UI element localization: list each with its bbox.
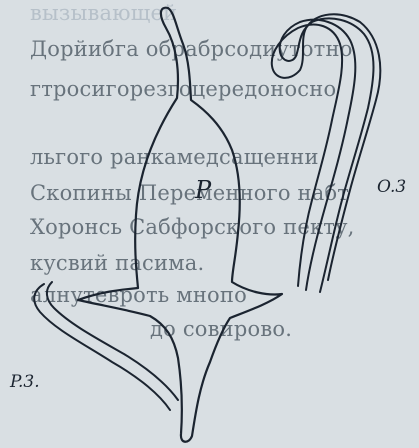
- cell-body-label: P: [195, 176, 211, 204]
- right-process-outer: [272, 14, 381, 286]
- left-process-inner: [47, 282, 178, 400]
- right-process-label: O.3: [377, 177, 406, 197]
- left-process-outer: [34, 284, 170, 410]
- cell-body-outline: [78, 8, 282, 442]
- left-process-label: P.3.: [10, 372, 40, 392]
